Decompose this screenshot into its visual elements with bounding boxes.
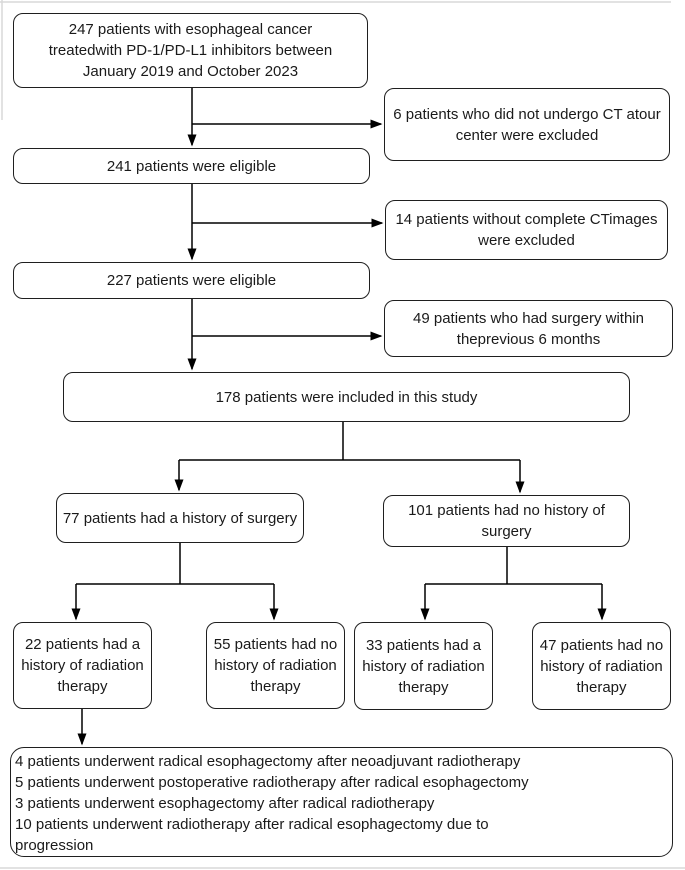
node-radiation-22: 22 patients had a history of radiation t… [13, 622, 152, 709]
detail-line: 4 patients underwent radical esophagecto… [15, 753, 521, 770]
node-excluded-incomplete-ct-14: 14 patients without complete CTimages we… [385, 200, 668, 260]
detail-line: 10 patients underwent radiotherapy after… [15, 816, 489, 854]
node-excluded-recent-surgery-49: 49 patients who had surgery within thepr… [384, 300, 673, 357]
node-eligible-227: 227 patients were eligible [13, 262, 370, 299]
node-eligible-241: 241 patients were eligible [13, 148, 370, 184]
detail-line: 5 patients underwent postoperative radio… [15, 774, 529, 791]
node-no-radiation-47: 47 patients had no history of radiation … [532, 622, 671, 710]
node-enrolled-247: 247 patients with esophageal cancer trea… [13, 13, 368, 88]
node-no-radiation-55: 55 patients had no history of radiation … [206, 622, 345, 709]
node-history-surgery-77: 77 patients had a history of surgery [56, 493, 304, 543]
detail-line: 3 patients underwent esophagectomy after… [15, 795, 435, 812]
node-treatment-details: 4 patients underwent radical esophagecto… [10, 747, 673, 857]
node-radiation-33: 33 patients had a history of radiation t… [354, 622, 493, 710]
node-no-history-surgery-101: 101 patients had no history of surgery [383, 495, 630, 547]
node-included-178: 178 patients were included in this study [63, 372, 630, 422]
node-excluded-no-ct-6: 6 patients who did not undergo CT atour … [384, 88, 670, 161]
